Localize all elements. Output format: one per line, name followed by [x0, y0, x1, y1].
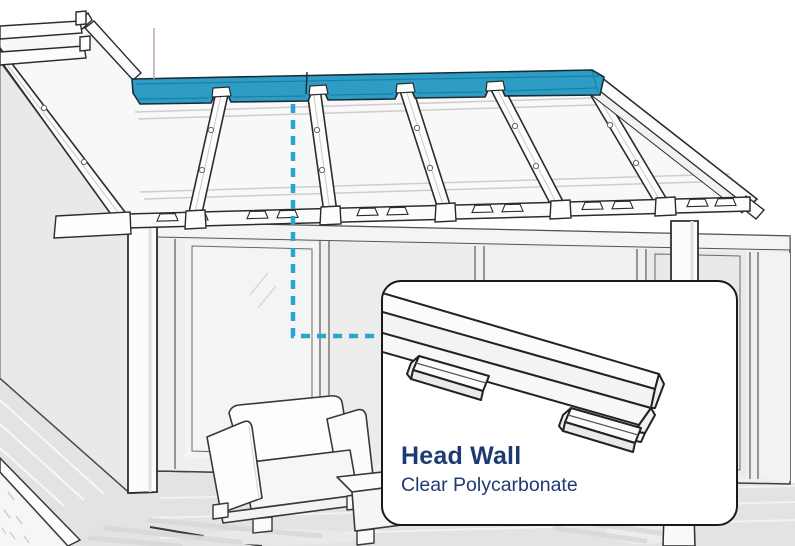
eave [53, 196, 751, 239]
head-wall-highlight [131, 69, 605, 105]
callout-dashed-line [290, 104, 374, 339]
rafter-caps [211, 80, 506, 98]
shadows [87, 517, 678, 546]
glass-sheen [249, 272, 277, 309]
rafter-feet [184, 196, 677, 230]
skirt-texture [1, 491, 30, 544]
callout-subtitle: Clear Polycarbonate [401, 474, 578, 496]
callout-card: Head Wall Clear Polycarbonate [381, 280, 738, 526]
armchair [206, 395, 375, 534]
flashing-fold-lines [135, 70, 600, 100]
flashing-seam [305, 71, 308, 95]
deck-skirt [0, 474, 66, 546]
roof [0, 10, 766, 239]
callout-title: Head Wall [401, 442, 522, 470]
deck-fascia [0, 456, 82, 546]
roof-overhang [0, 10, 142, 81]
head-wall-profile-drawing [383, 292, 665, 453]
rafter-screws [40, 104, 640, 174]
